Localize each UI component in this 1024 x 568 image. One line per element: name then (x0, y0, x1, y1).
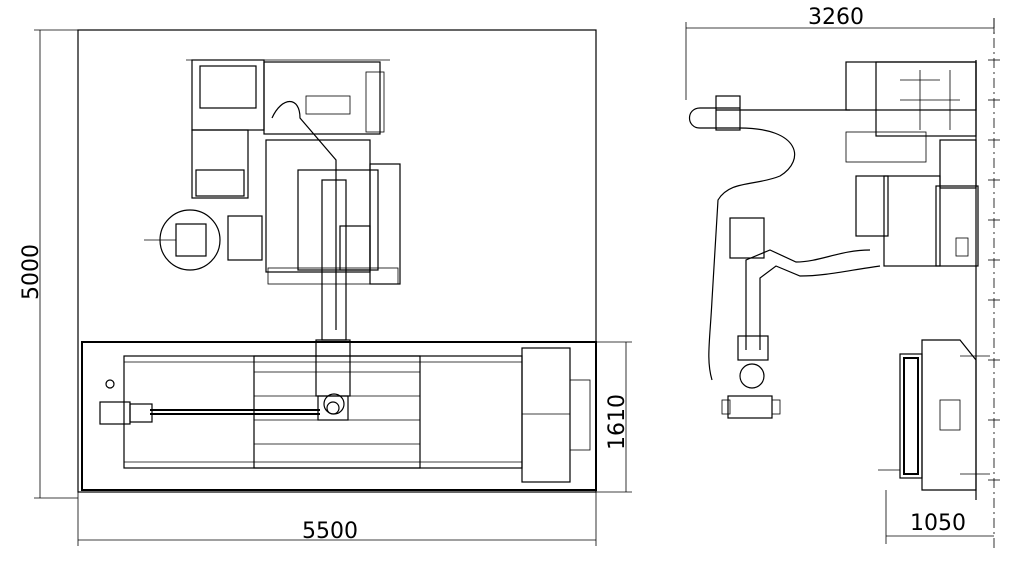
dim-5000: 5000 (19, 29, 78, 499)
robot-body (855, 139, 979, 267)
dim-3260: 3260 (685, 5, 995, 100)
dim-label-1610: 1610 (605, 394, 630, 450)
controller-cabinet (186, 59, 390, 199)
wall-ticks (988, 59, 1000, 481)
robot-plan (265, 101, 401, 415)
dim-label-3260: 3260 (808, 5, 864, 30)
side-view: 3260 1050 (685, 5, 1000, 548)
dim-5500: 5500 (77, 492, 597, 546)
end-stop (521, 347, 571, 483)
dim-label-1050: 1050 (910, 511, 966, 536)
top-view: 5000 5500 1610 (19, 29, 632, 546)
linear-track (81, 341, 597, 491)
footprint-outline (77, 29, 597, 493)
valve-panel (845, 61, 977, 163)
dim-label-5500: 5500 (302, 519, 358, 544)
positioner (878, 339, 990, 491)
hose-loop (688, 107, 740, 129)
robot-arm-side (721, 217, 881, 419)
cable-path (708, 127, 796, 381)
dim-1050: 1050 (885, 490, 994, 544)
hose-clamp (715, 95, 741, 131)
detail-callout (144, 209, 263, 271)
drive-motor (99, 401, 131, 425)
dim-1610: 1610 (596, 341, 632, 493)
hole-marker (105, 379, 115, 389)
dim-label-5000: 5000 (19, 244, 44, 300)
